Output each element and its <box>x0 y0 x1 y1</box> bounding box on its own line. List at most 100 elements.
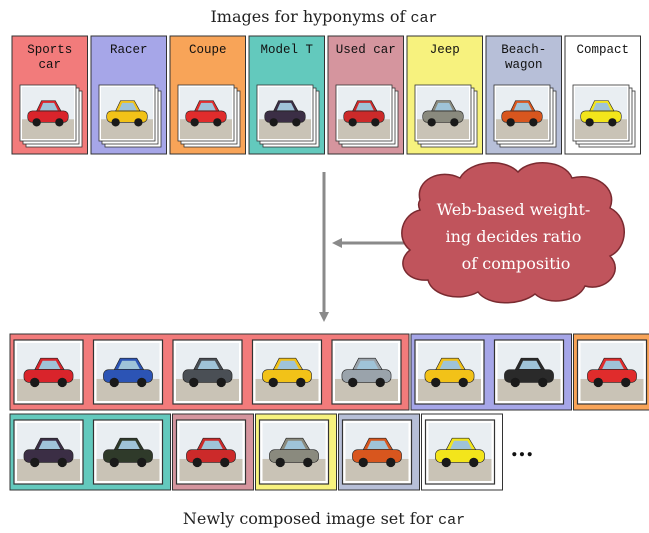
car-wheel <box>431 377 441 388</box>
car-window <box>450 440 472 450</box>
composed-group <box>9 333 410 411</box>
hyponym-panel: Beach-wagon <box>485 35 562 155</box>
top-caption: Images for hyponyms of car <box>210 7 437 27</box>
car-window <box>201 440 223 450</box>
car-window <box>356 360 379 370</box>
hyponym-label-line: Sports <box>27 43 72 57</box>
hyponym-photo <box>180 87 232 139</box>
hyponym-label: Beach-wagon <box>501 43 546 72</box>
composed-photo <box>17 423 80 481</box>
bottom-caption-prefix: Newly composed image set for <box>183 509 438 528</box>
car-wheel <box>375 377 385 388</box>
cloud-text-line-3: of compositio <box>462 254 571 273</box>
composed-photo <box>17 343 80 401</box>
car-wheel <box>57 457 67 468</box>
composed-photo <box>179 423 243 481</box>
composed-group <box>255 413 337 491</box>
composed-photo <box>262 423 326 481</box>
car-window <box>355 102 374 111</box>
car-wheel <box>348 377 358 388</box>
composed-group <box>410 333 572 411</box>
car-window <box>367 440 389 450</box>
car-window <box>284 440 306 450</box>
composed-photo <box>335 343 398 401</box>
car-wheel <box>585 118 594 127</box>
composed-photo <box>580 343 644 401</box>
hyponym-label: Compact <box>576 43 629 57</box>
composed-photo <box>418 343 481 401</box>
car-wheel <box>529 118 538 127</box>
hyponym-photo <box>338 87 390 139</box>
hyponym-label-line: wagon <box>505 58 543 72</box>
car-wheel <box>189 377 199 388</box>
composed-image-set <box>9 333 649 491</box>
bottom-caption: Newly composed image set for car <box>183 509 465 529</box>
hyponym-label-line: Compact <box>576 43 629 57</box>
bottom-caption-word: car <box>438 512 465 529</box>
hyponym-label: Coupe <box>189 43 227 57</box>
car-wheel <box>55 118 64 127</box>
hyponym-panel: Compact <box>564 35 641 155</box>
car-wheel <box>292 118 301 127</box>
car-wheel <box>593 377 603 388</box>
hyponym-label: Used car <box>336 43 396 57</box>
composed-group <box>573 333 649 411</box>
car-wheel <box>216 377 226 388</box>
composed-group <box>421 413 503 491</box>
hyponym-photo <box>259 87 311 139</box>
car-wheel <box>213 118 222 127</box>
cloud-shape <box>401 162 625 304</box>
car-window <box>276 102 295 111</box>
car-wheel <box>137 377 147 388</box>
car-wheel <box>109 457 119 468</box>
composed-photo <box>176 343 239 401</box>
weighting-cloud: Web-based weight- ing decides ratio of c… <box>401 162 625 304</box>
car-wheel <box>358 457 368 468</box>
car-window <box>439 360 462 370</box>
car-window <box>197 360 220 370</box>
car-wheel <box>268 377 278 388</box>
composed-group <box>338 413 420 491</box>
car-window <box>602 360 624 370</box>
top-caption-word: car <box>410 10 437 27</box>
hyponym-label: Jeep <box>430 43 460 57</box>
hyponym-label-line: Jeep <box>430 43 460 57</box>
hyponym-panel: Racer <box>90 35 167 155</box>
car-wheel <box>371 118 380 127</box>
car-window <box>197 102 216 111</box>
composed-group <box>9 413 171 491</box>
hyponym-label-line: Racer <box>110 43 148 57</box>
hyponym-panel: Coupe <box>169 35 246 155</box>
car-wheel <box>608 118 617 127</box>
hyponym-panel: Used car <box>327 35 404 155</box>
composed-photo <box>497 343 561 401</box>
top-caption-prefix: Images for hyponyms of <box>210 7 410 26</box>
composed-photo <box>96 343 160 401</box>
car-window <box>592 102 611 111</box>
car-window <box>38 360 61 370</box>
car-wheel <box>32 118 41 127</box>
car-wheel <box>269 118 278 127</box>
car-wheel <box>441 457 451 468</box>
car-window <box>118 360 140 370</box>
hyponym-label-line: car <box>38 58 61 72</box>
car-wheel <box>348 118 357 127</box>
composed-photo <box>345 423 409 481</box>
car-wheel <box>458 377 468 388</box>
hyponym-photo <box>417 87 469 139</box>
hyponym-photo <box>101 87 153 139</box>
car-wheel <box>57 377 67 388</box>
car-wheel <box>30 377 40 388</box>
more-ellipsis: ... <box>511 436 534 462</box>
hyponym-label-line: Coupe <box>189 43 227 57</box>
car-wheel <box>621 377 631 388</box>
car-window <box>118 102 137 111</box>
hyponym-label-line: Used car <box>336 43 396 57</box>
car-wheel <box>137 457 147 468</box>
composed-photo <box>428 423 492 481</box>
car-window <box>277 360 299 370</box>
composed-photo <box>255 343 319 401</box>
